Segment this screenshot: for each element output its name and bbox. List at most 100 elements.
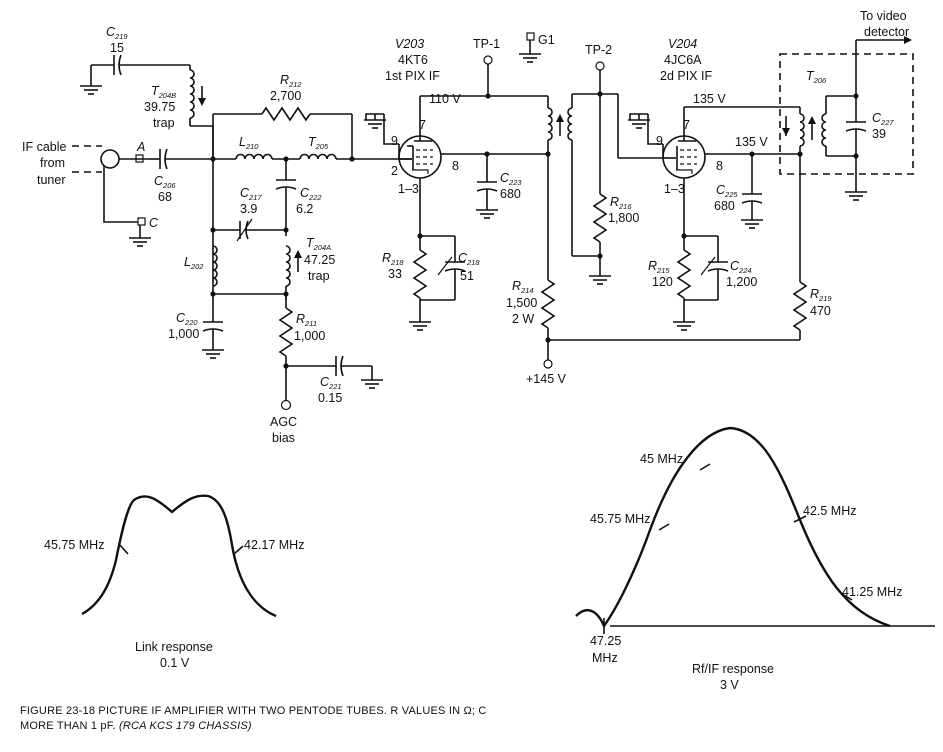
c224-value: 1,200 [726, 275, 757, 289]
caption-source: (RCA KCS 179 CHASSIS) [118, 720, 252, 732]
t206-ref: T206 [806, 69, 827, 85]
coil-t205 [299, 153, 412, 160]
rf-response-title: Rf/IF response [692, 662, 774, 676]
t204a-note: trap [308, 269, 330, 283]
caption-line-2: MORE THAN 1 pF. (RCA KCS 179 CHASSIS) [20, 719, 487, 734]
r216-ref: R216 [610, 195, 632, 211]
l202-ref: L202 [184, 255, 204, 271]
c222-value: 6.2 [296, 202, 313, 216]
r216-value: 1,800 [608, 211, 639, 225]
capacitor-c222 [275, 159, 297, 236]
coil-t204b [189, 65, 214, 159]
coil-t206-primary [782, 107, 805, 157]
r214-power: 2 W [512, 312, 534, 326]
r219-ref: R219 [810, 287, 832, 303]
rf-marker-425: 42.5 MHz [803, 504, 857, 518]
r218-ref: R218 [382, 251, 404, 267]
c206-value: 68 [158, 190, 172, 204]
c217-ref: C217 [240, 186, 262, 202]
v204-plate-voltage: 135 V [693, 92, 726, 106]
rf-marker-4575: 45.75 MHz [590, 512, 650, 526]
caption-line-1: FIGURE 23-18 PICTURE IF AMPLIFIER WITH T… [20, 705, 487, 717]
c221-value: 0.15 [318, 391, 342, 405]
rf-marker-45: 45 MHz [640, 452, 683, 466]
c224-ref: C224 [730, 259, 752, 275]
v203-name: V203 [395, 37, 424, 51]
r215-ref: R215 [648, 259, 670, 275]
c219-value: 15 [110, 41, 124, 55]
t204b-value: 39.75 [144, 100, 175, 114]
c222-ref: C222 [300, 186, 322, 202]
t204b-note: trap [153, 116, 175, 130]
capacitor-c206 [150, 148, 213, 170]
c227-ref: C227 [872, 111, 894, 127]
figure-caption: FIGURE 23-18 PICTURE IF AMPLIFIER WITH T… [20, 704, 487, 734]
agc-label-2: bias [272, 431, 295, 445]
r212-value: 2,700 [270, 89, 301, 103]
v204-name: V204 [668, 37, 697, 51]
resistor-r214 [540, 154, 800, 369]
capacitor-c224 [684, 236, 729, 301]
agc-label-1: AGC [270, 415, 297, 429]
tp2-label: TP-2 [585, 43, 612, 57]
input-cable-label: IF cable [22, 140, 67, 154]
rf-marker-4125: 41.25 MHz [842, 585, 902, 599]
resistor-r216 [588, 193, 612, 285]
resistor-r211 [278, 294, 294, 411]
c227-value: 39 [872, 127, 886, 141]
c223-value: 680 [500, 187, 521, 201]
v203-plate-voltage: 110 V [429, 92, 461, 106]
c206-ref: C206 [154, 174, 176, 190]
capacitor-c225 [740, 154, 764, 229]
v204-type: 4JC6A [664, 53, 702, 67]
ground-g1 [518, 32, 542, 63]
v204-function: 2d PIX IF [660, 69, 712, 83]
link-marker-left: 45.75 MHz [44, 538, 104, 552]
v203-pin7: 7 [419, 118, 426, 132]
c217-value: 3.9 [240, 202, 257, 216]
coil-l202 [212, 245, 218, 287]
capacitor-c220 [201, 294, 225, 359]
link-marker-right: 42.17 MHz [244, 538, 304, 552]
r215-value: 120 [652, 275, 673, 289]
c220-value: 1,000 [168, 327, 199, 341]
tube-v204 [662, 135, 706, 179]
v204-pin13: 1–3 [664, 182, 685, 196]
supply-label: +145 V [526, 372, 567, 386]
v204-pin7: 7 [683, 118, 690, 132]
c221-ref: C221 [320, 375, 342, 391]
capacitor-c221 [286, 355, 384, 389]
rf-response-curve [575, 426, 935, 634]
v203-pin13: 1–3 [398, 182, 419, 196]
rf-marker-4725-unit: MHz [592, 651, 618, 665]
capacitor-c219 [79, 54, 190, 95]
to-video-label-1: To video [860, 9, 907, 23]
resistor-r218 [408, 236, 432, 331]
input-connector [72, 145, 152, 247]
v204-pin8: 8 [716, 159, 723, 173]
interstage-transformer [545, 93, 618, 257]
rf-marker-4725-value: 47.25 [590, 634, 621, 648]
t204a-value: 47.25 [304, 253, 335, 267]
r219-value: 470 [810, 304, 831, 318]
v203-type: 4KT6 [398, 53, 428, 67]
r211-value: 1,000 [294, 329, 325, 343]
link-response-curve [81, 494, 277, 618]
c225-value: 680 [714, 199, 735, 213]
shield-box [779, 53, 914, 175]
t204a-ref: T204A [306, 236, 331, 252]
t204b-ref: T204B [151, 84, 176, 100]
link-response-title: Link response [135, 640, 213, 654]
c219-ref: C219 [106, 25, 128, 41]
node-a-label: A [136, 140, 145, 154]
v203-function: 1st PIX IF [385, 69, 440, 83]
v203-pin8: 8 [452, 159, 459, 173]
rf-response-amplitude: 3 V [720, 678, 739, 692]
resistor-r212 [212, 106, 353, 159]
capacitor-c227 [844, 36, 912, 201]
input-from-label: from [40, 156, 65, 170]
v203-pin9: 9 [391, 134, 398, 148]
c225-ref: C225 [716, 183, 738, 199]
v203-pin2: 2 [391, 164, 398, 178]
